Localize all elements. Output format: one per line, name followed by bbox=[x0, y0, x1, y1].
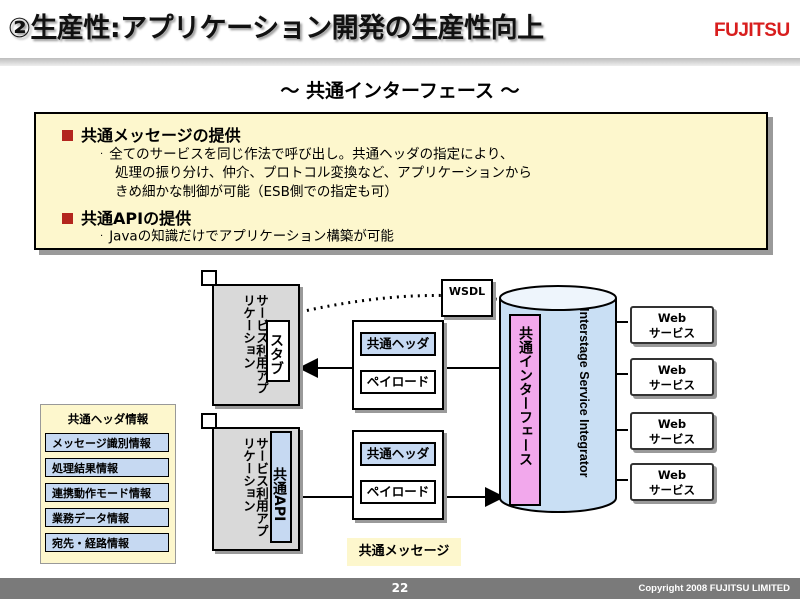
payload-field: ペイロード bbox=[360, 370, 436, 394]
common-api-box: 共通API bbox=[270, 431, 292, 543]
web-service-line: Web bbox=[657, 417, 687, 431]
web-service-box: Web サービス bbox=[630, 412, 714, 450]
service-app-stub: サービス利用アプリケーション スタブ bbox=[212, 284, 300, 406]
bullet-dot-icon: · bbox=[100, 231, 104, 242]
bullet-square-icon bbox=[62, 130, 73, 141]
message-document-top: 共通ヘッダ ペイロード bbox=[352, 320, 444, 410]
web-service-line: サービス bbox=[649, 378, 695, 392]
description-line: · 全てのサービスを同じ作法で呼び出し。共通ヘッダの指定により、 bbox=[100, 145, 513, 165]
copyright: Copyright 2008 FUJITSU LIMITED bbox=[638, 583, 791, 594]
web-service-line: サービス bbox=[649, 326, 695, 340]
page-number: 22 bbox=[391, 581, 409, 595]
message-document-bottom: 共通ヘッダ ペイロード bbox=[352, 430, 444, 520]
payload-field: ペイロード bbox=[360, 480, 436, 504]
web-service-box: Web サービス bbox=[630, 463, 714, 501]
message-header-field: 共通ヘッダ bbox=[360, 442, 436, 466]
esb-product-name: Interstage Service Integrator bbox=[577, 308, 591, 478]
web-service-line: Web bbox=[657, 468, 687, 482]
application-handle bbox=[201, 413, 217, 429]
bullet-dot-icon: · bbox=[100, 149, 104, 160]
wsdl-dotted-link bbox=[299, 293, 515, 314]
app-label: サービス利用アプリケーション bbox=[241, 294, 269, 394]
description-line: きめ細かな制御が可能（ESB側での指定も可） bbox=[115, 184, 398, 200]
common-interface-box: 共通インターフェース bbox=[509, 314, 541, 506]
common-message-label: 共通メッセージ bbox=[347, 538, 461, 566]
web-service-box: Web サービス bbox=[630, 306, 714, 344]
header-info-item: 処理結果情報 bbox=[45, 458, 169, 477]
application-handle bbox=[201, 270, 217, 286]
header-info-item: 宛先・経路情報 bbox=[45, 533, 169, 552]
header-info-title: 共通ヘッダ情報 bbox=[67, 412, 149, 426]
web-service-line: Web bbox=[657, 311, 687, 325]
web-service-line: サービス bbox=[649, 432, 695, 446]
description-text: Javaの知識だけでアプリケーション構築が可能 bbox=[109, 228, 394, 245]
common-header-info-panel: 共通ヘッダ情報 メッセージ識別情報 処理結果情報 連携動作モード情報 業務データ… bbox=[40, 404, 176, 564]
bullet-common-message: 共通メッセージの提供 bbox=[62, 122, 241, 146]
title-divider bbox=[0, 58, 800, 66]
page-title: ②生産性:アプリケーション開発の生産性向上 bbox=[8, 13, 544, 44]
service-app-api: サービス利用アプリケーション 共通API bbox=[212, 427, 300, 551]
footer-bar: 22 Copyright 2008 FUJITSU LIMITED bbox=[0, 578, 800, 599]
wsdl-document: WSDL bbox=[441, 279, 493, 317]
header-info-item: 連携動作モード情報 bbox=[45, 483, 169, 502]
app-label: サービス利用アプリケーション bbox=[241, 437, 269, 537]
bullet-common-api: 共通APIの提供 bbox=[62, 205, 191, 229]
fujitsu-logo: FUJITSU bbox=[714, 20, 790, 41]
message-header-field: 共通ヘッダ bbox=[360, 332, 436, 356]
header-info-item: メッセージ識別情報 bbox=[45, 433, 169, 452]
stub-box: スタブ bbox=[266, 320, 290, 382]
section-subtitle: ～ 共通インターフェース ～ bbox=[280, 80, 520, 102]
description-line: 処理の振り分け、仲介、プロトコル変換など、アプリケーションから bbox=[115, 165, 532, 181]
description-text: 全てのサービスを同じ作法で呼び出し。共通ヘッダの指定により、 bbox=[109, 146, 514, 163]
description-line: · Javaの知識だけでアプリケーション構築が可能 bbox=[100, 227, 394, 247]
web-service-line: サービス bbox=[649, 483, 695, 497]
web-service-box: Web サービス bbox=[630, 358, 714, 396]
bullet-label: 共通メッセージの提供 bbox=[81, 126, 241, 145]
bullet-square-icon bbox=[62, 213, 73, 224]
common-interface-label: 共通インターフェース bbox=[517, 326, 533, 466]
bullet-label: 共通APIの提供 bbox=[81, 209, 192, 228]
header-info-item: 業務データ情報 bbox=[45, 508, 169, 527]
summary-box: 共通メッセージの提供 · 全てのサービスを同じ作法で呼び出し。共通ヘッダの指定によ… bbox=[34, 112, 768, 250]
web-service-line: Web bbox=[657, 363, 687, 377]
